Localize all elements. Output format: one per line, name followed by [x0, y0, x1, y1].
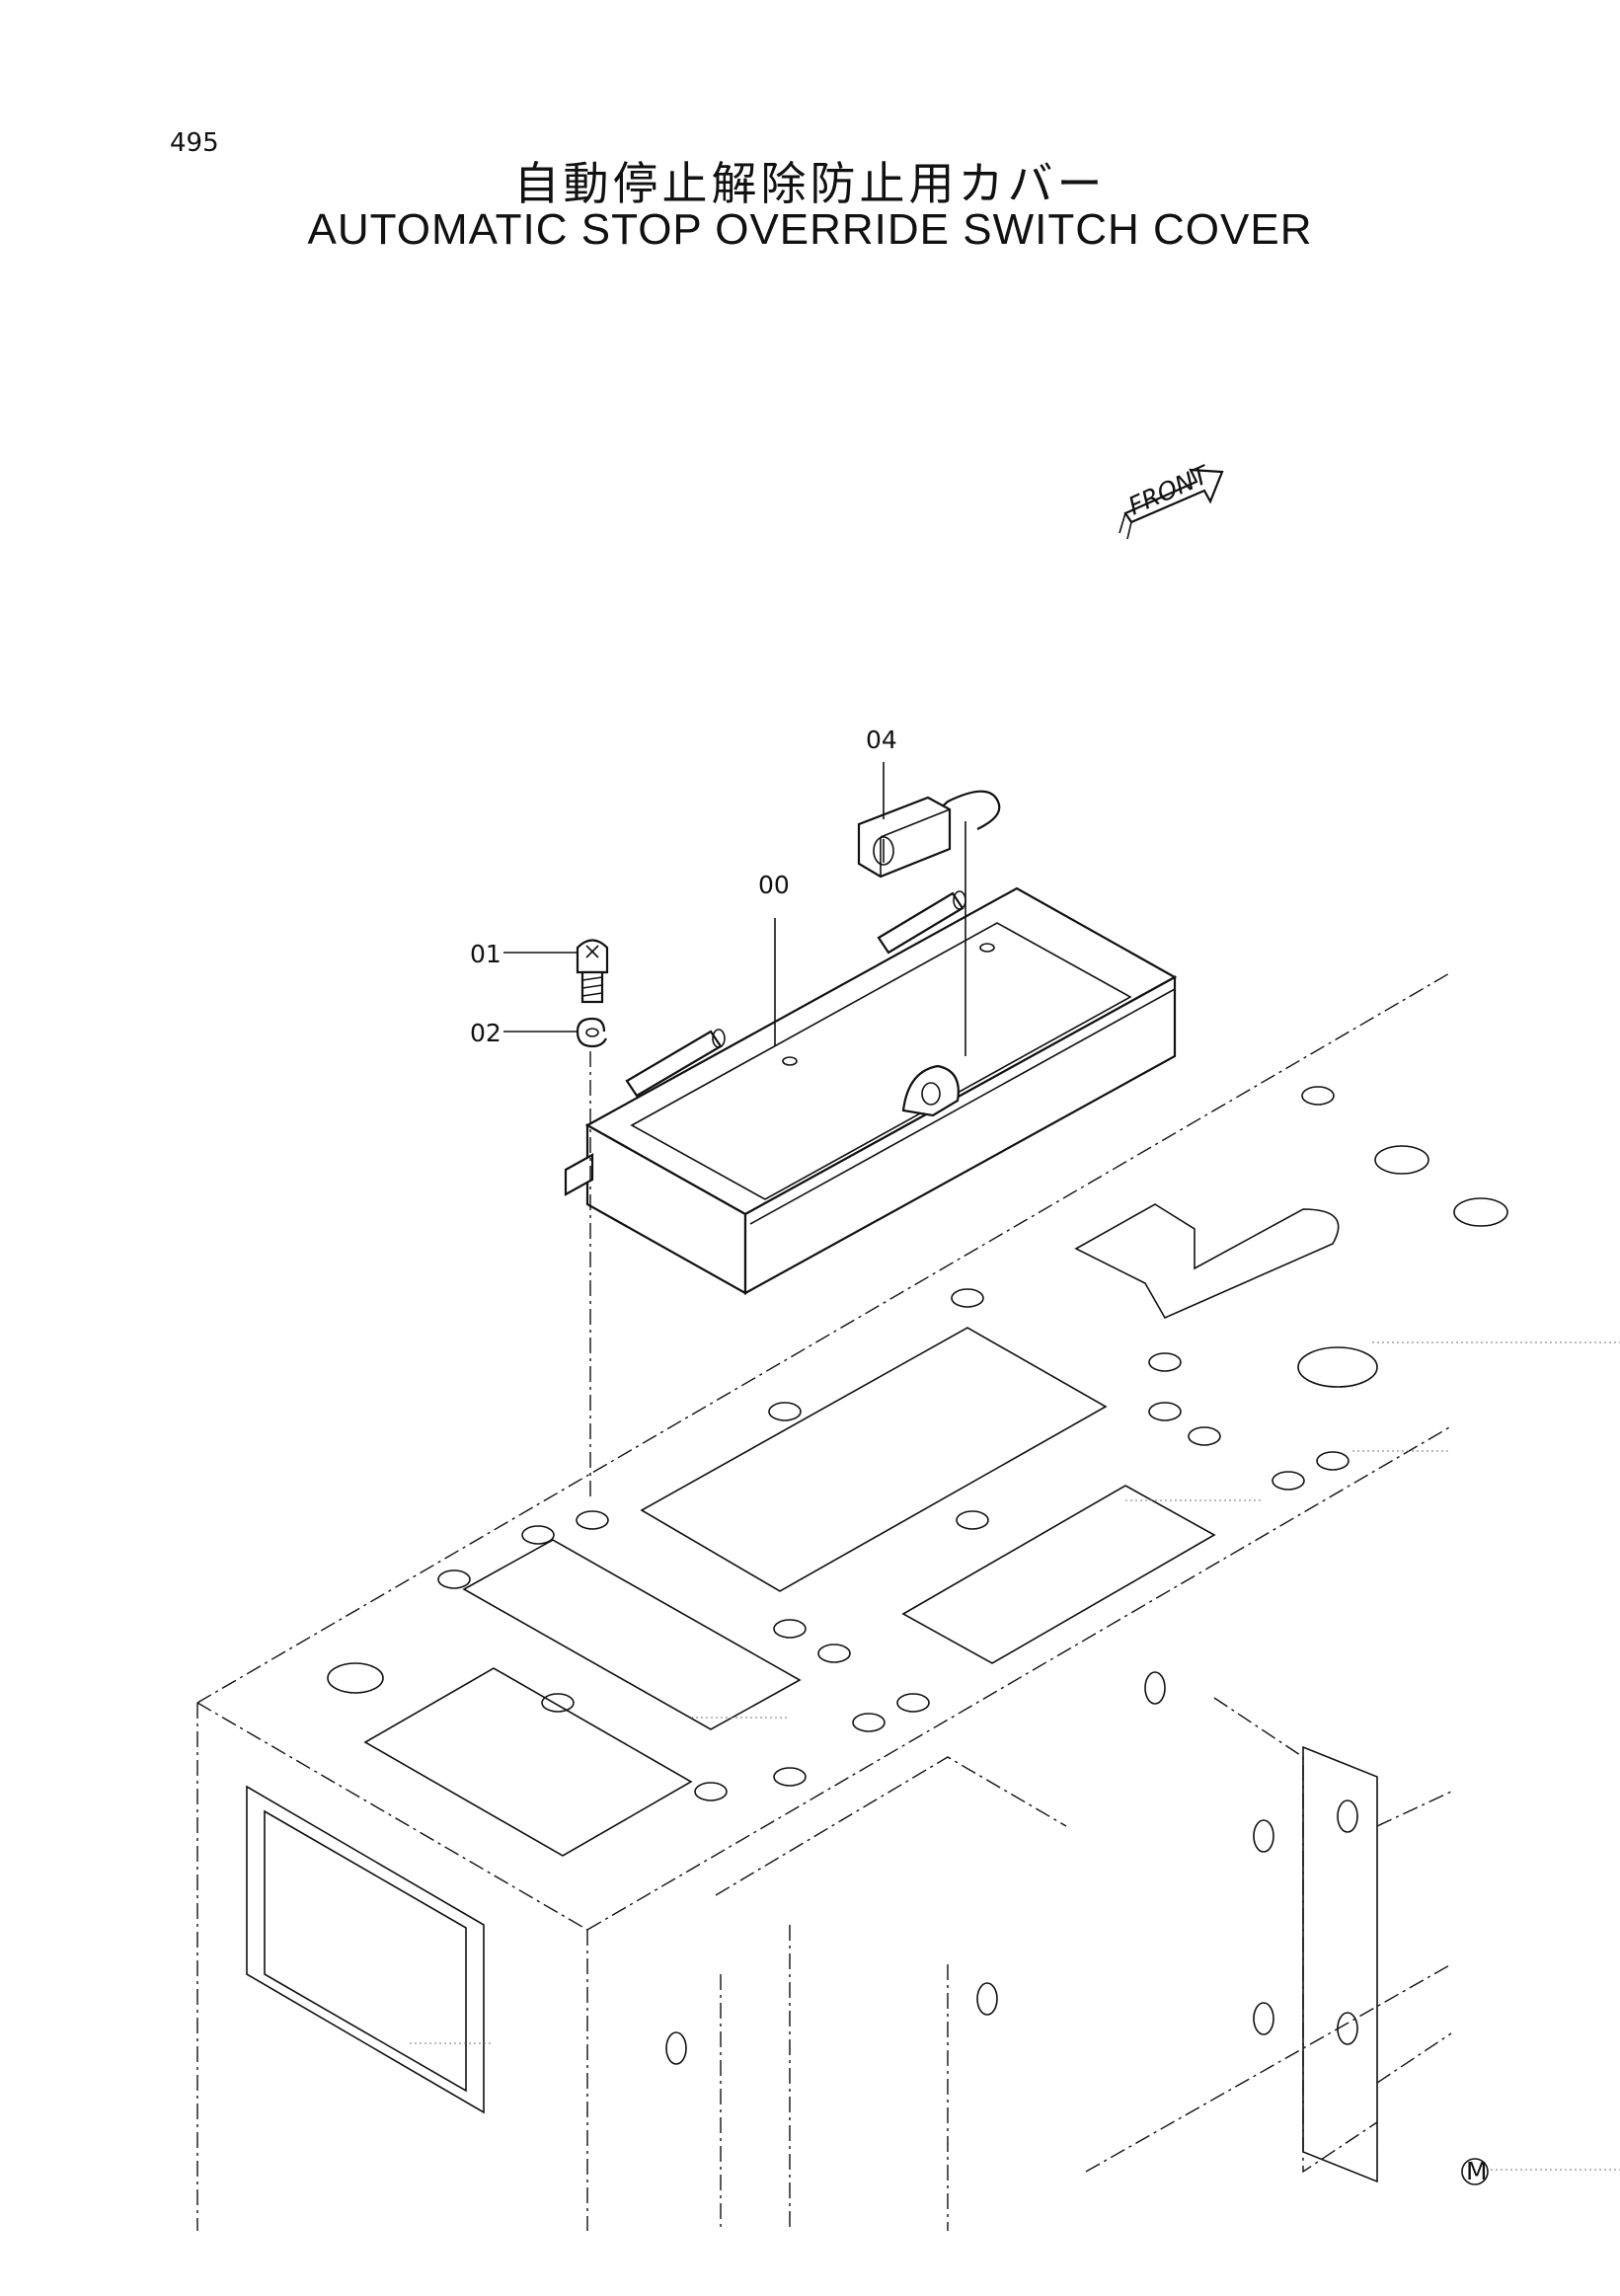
bolt-icon: [576, 939, 609, 1004]
hinge-left: [625, 1029, 726, 1098]
washer-icon: [576, 1017, 607, 1048]
title-japanese: 自動停止解除防止用カバー: [513, 157, 1107, 210]
callout-01: 01: [470, 940, 501, 968]
front-label: FRONT: [1124, 460, 1214, 521]
callout-04: 04: [866, 726, 897, 754]
front-arrow-icon: FRONT: [1119, 460, 1224, 540]
title-english: AUTOMATIC STOP OVERRIDE SWITCH COVER: [307, 205, 1313, 254]
callout-00: 00: [758, 871, 790, 899]
page-number: 495: [170, 128, 219, 158]
corner-mark-label: M: [1466, 2157, 1488, 2185]
switch-cover: [564, 886, 1178, 1295]
frame-structure: [196, 971, 1620, 2231]
hasp-icon: [901, 1064, 960, 1117]
padlock-icon: [857, 790, 1001, 879]
callout-02: 02: [470, 1019, 501, 1047]
corner-mark: M: [1461, 2157, 1620, 2185]
